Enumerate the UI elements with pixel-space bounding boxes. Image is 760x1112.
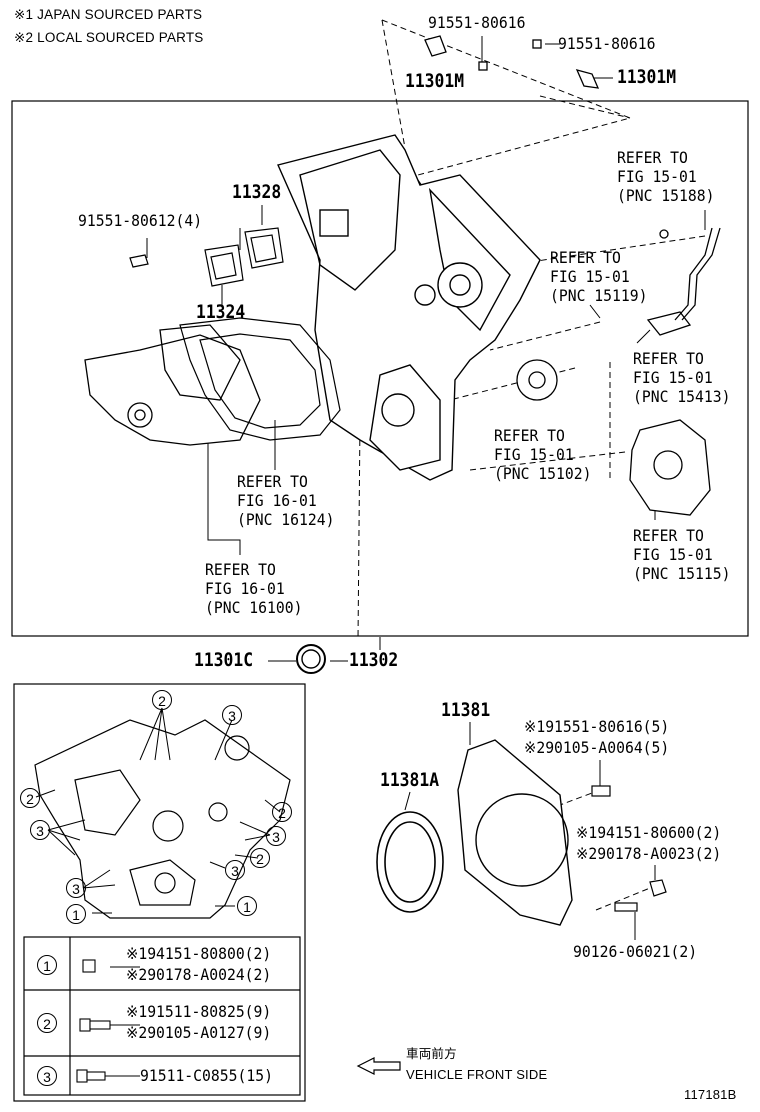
inset-callout-3-left: 3 <box>30 820 50 840</box>
cam-sensors <box>424 35 600 89</box>
inset-callout-2-left: 2 <box>20 788 40 808</box>
table-row-2-line2: ※290105-A0127(9) <box>126 1023 272 1042</box>
front-direction-arrow <box>356 1057 401 1075</box>
rear-fasteners <box>591 785 667 912</box>
table-row-1-line2: ※290178-A0024(2) <box>126 965 272 984</box>
table-row-3-index: 3 <box>37 1066 57 1086</box>
inset-callout-3-center: 3 <box>225 860 245 880</box>
part-11301c: 11301C <box>194 649 254 671</box>
table-row-1-index: 1 <box>37 955 57 975</box>
main-frame <box>11 100 749 637</box>
table-row-1-line1: ※194151-80800(2) <box>126 944 272 963</box>
inset-callout-2-lower-right: 2 <box>250 848 270 868</box>
part-11302: 11302 <box>349 649 399 671</box>
inset-callout-2-top: 2 <box>152 690 172 710</box>
part-11381a: 11381A <box>380 769 440 791</box>
direction-label-en: VEHICLE FRONT SIDE <box>406 1067 548 1082</box>
part-bolts-91551-80616-5: ※191551-80616(5) <box>524 717 670 736</box>
part-11324: 11324 <box>196 301 246 323</box>
refer-pnc-16100: REFER TO FIG 16-01 (PNC 16100) <box>205 560 303 617</box>
table-row-3-line1: 91511-C0855(15) <box>140 1066 273 1085</box>
inset-callout-1-right: 1 <box>237 896 257 916</box>
inset-callout-3-right: 3 <box>266 826 286 846</box>
part-sensor-11301m-b: 11301M <box>617 66 677 88</box>
inset-cover <box>34 719 291 919</box>
note-japan-sourced: ※1 JAPAN SOURCED PARTS <box>14 7 203 22</box>
direction-label-jp: 車両前方 <box>406 1047 457 1061</box>
table-row-2-index: 2 <box>37 1013 57 1033</box>
oil-pump <box>516 359 711 516</box>
part-nuts-94151-80600-2: ※194151-80600(2) <box>576 823 722 842</box>
part-11381: 11381 <box>441 699 491 721</box>
part-nuts-90178-a0023-2: ※290178-A0023(2) <box>576 844 722 863</box>
part-bolt-91551-80616-a: 91551-80616 <box>428 13 526 32</box>
rear-oil-seal <box>376 811 444 913</box>
refer-pnc-15119: REFER TO FIG 15-01 (PNC 15119) <box>550 248 648 305</box>
water-pump <box>84 324 261 446</box>
oil-pipe <box>646 227 721 336</box>
timing-cover <box>277 134 541 481</box>
pump-gasket <box>179 317 341 441</box>
part-bolt-91551-80612: 91551-80612(4) <box>78 211 203 230</box>
inset-callout-3-top-right: 3 <box>222 705 242 725</box>
part-bolts-90105-a0064-5: ※290105-A0064(5) <box>524 738 670 757</box>
figure-id: 117181B <box>684 1087 737 1102</box>
inset-callout-3-lower-left: 3 <box>66 878 86 898</box>
small-gaskets <box>129 227 284 287</box>
refer-pnc-16124: REFER TO FIG 16-01 (PNC 16124) <box>237 472 335 529</box>
rear-oil-seal-retainer <box>457 739 573 926</box>
legend-table <box>23 936 301 1096</box>
oil-seal-11301c <box>296 644 326 674</box>
part-bolt-91551-80616-b: 91551-80616 <box>558 34 656 53</box>
part-sensor-11301m-a: 11301M <box>405 70 465 92</box>
part-11328: 11328 <box>232 181 282 203</box>
inset-callout-2-right: 2 <box>272 802 292 822</box>
part-stud-90126-06021: 90126-06021(2) <box>573 942 698 961</box>
inset-leaders <box>35 707 281 914</box>
inset-frame <box>13 683 306 1102</box>
refer-pnc-15413: REFER TO FIG 15-01 (PNC 15413) <box>633 349 731 406</box>
refer-pnc-15115: REFER TO FIG 15-01 (PNC 15115) <box>633 526 731 583</box>
inset-callout-1-left: 1 <box>66 904 86 924</box>
table-fastener-icons <box>76 959 111 1083</box>
table-row-2-line1: ※191511-80825(9) <box>126 1002 272 1021</box>
note-local-sourced: ※2 LOCAL SOURCED PARTS <box>14 30 204 45</box>
refer-pnc-15188: REFER TO FIG 15-01 (PNC 15188) <box>617 148 715 205</box>
refer-pnc-15102: REFER TO FIG 15-01 (PNC 15102) <box>494 426 592 483</box>
